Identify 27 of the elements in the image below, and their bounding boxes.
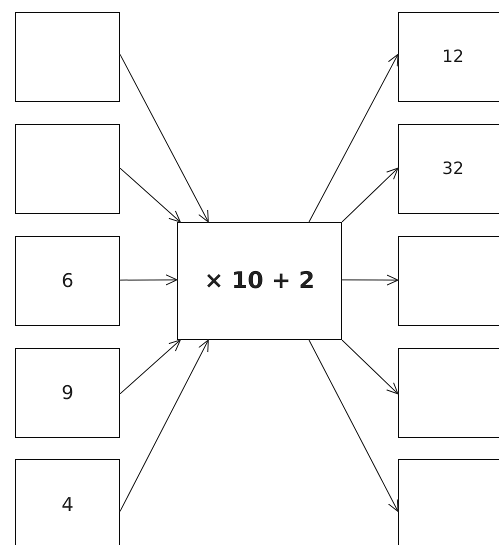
number-box bbox=[15, 459, 120, 545]
operation-text: × 10 + 2 bbox=[204, 268, 315, 294]
empty-box bbox=[15, 12, 120, 102]
arrow bbox=[120, 340, 181, 394]
empty-box bbox=[398, 348, 499, 438]
number-text: 9 bbox=[61, 382, 74, 404]
number-box bbox=[15, 236, 120, 326]
arrow bbox=[120, 168, 181, 222]
operation-box bbox=[177, 222, 342, 340]
number-text: 32 bbox=[442, 159, 464, 179]
arrow bbox=[342, 340, 398, 394]
number-box bbox=[398, 124, 499, 214]
number-box bbox=[15, 348, 120, 438]
arrow bbox=[120, 274, 178, 286]
empty-box bbox=[398, 236, 499, 326]
number-text: 12 bbox=[442, 47, 464, 67]
empty-box bbox=[15, 124, 120, 214]
number-box bbox=[398, 12, 499, 102]
arrow bbox=[120, 54, 209, 222]
arrow bbox=[308, 54, 398, 222]
number-text: 6 bbox=[61, 270, 74, 292]
number-text: 4 bbox=[61, 494, 74, 516]
arrow bbox=[308, 340, 398, 512]
arrow bbox=[342, 168, 398, 222]
arrow bbox=[120, 340, 209, 512]
empty-box bbox=[398, 459, 499, 545]
arrow bbox=[342, 274, 398, 286]
